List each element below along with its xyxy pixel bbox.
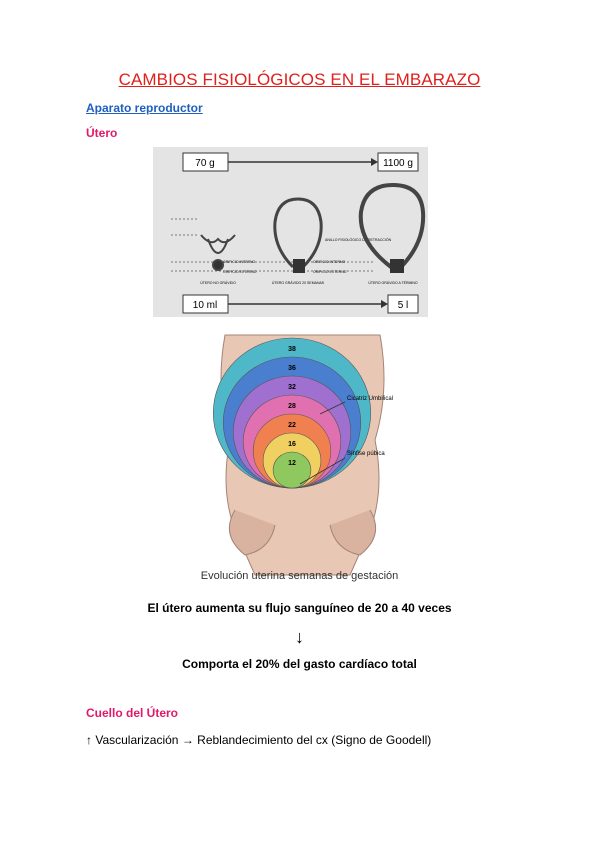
utero-termino: ÚTERO GRÁVIDO A TÉRMINO (368, 280, 418, 285)
orificio-interno-2: ORIFICIO INTERNO (313, 260, 346, 264)
cuello-line: ↑ Vascularización → Reblandecimiento del… (86, 733, 432, 747)
week-ring-12 (272, 451, 312, 489)
volume-start-label: 10 ml (193, 300, 217, 311)
subsection-cuello: Cuello del Útero (86, 706, 179, 720)
week-rings: 38 36 32 28 22 16 12 (212, 337, 372, 489)
volume-end-label: 5 l (398, 300, 409, 311)
figure-caption: Evolución uterina semanas de gestación (200, 570, 399, 582)
utero-20: ÚTERO GRÁVIDO 20 SEMANAS (272, 281, 325, 285)
uterus-growth-figure: 70 g 1100 g ORIFICIO INTERNO ORIFICIO EX… (153, 147, 428, 317)
week-label-12: 12 (288, 460, 296, 467)
utero-no-gravido: ÚTERO NO GRÁVIDO (200, 281, 236, 285)
week-label-16: 16 (288, 441, 296, 448)
week-label-36: 36 (288, 365, 296, 372)
label-umbilical: Cicatriz Umbilical (347, 396, 393, 402)
weight-start-label: 70 g (195, 158, 214, 169)
weight-end-label: 1100 g (383, 158, 413, 169)
week-label-32: 32 (288, 384, 296, 391)
subsection-utero: Útero (86, 126, 118, 140)
flow-result: Comporta el 20% del gasto cardíaco total (182, 657, 417, 671)
down-arrow-icon: ↓ (295, 627, 304, 647)
label-sinfise: Sínfise púbica (347, 451, 385, 457)
flow-text: El útero aumenta su flujo sanguíneo de 2… (147, 601, 452, 615)
uterine-weeks-figure: 38 36 32 28 22 16 12 Cicatriz Umbilical Sínfis… (212, 334, 393, 576)
week-label-28: 28 (288, 403, 296, 410)
anillo-label: ANILLO FISIOLÓGICO DE RETRACCIÓN (325, 237, 392, 242)
week-label-38: 38 (288, 346, 296, 353)
section-heading: Aparato reproductor (86, 101, 203, 115)
orificio-externo-1: ORIFICIO EXTERNO (223, 270, 257, 274)
week-label-22: 22 (288, 422, 296, 429)
orificio-externo-2: ORIFICIO EXTERNO (313, 270, 347, 274)
orificio-interno-1: ORIFICIO INTERNO (223, 260, 256, 264)
page-title: CAMBIOS FISIOLÓGICOS EN EL EMBARAZO (118, 70, 481, 89)
